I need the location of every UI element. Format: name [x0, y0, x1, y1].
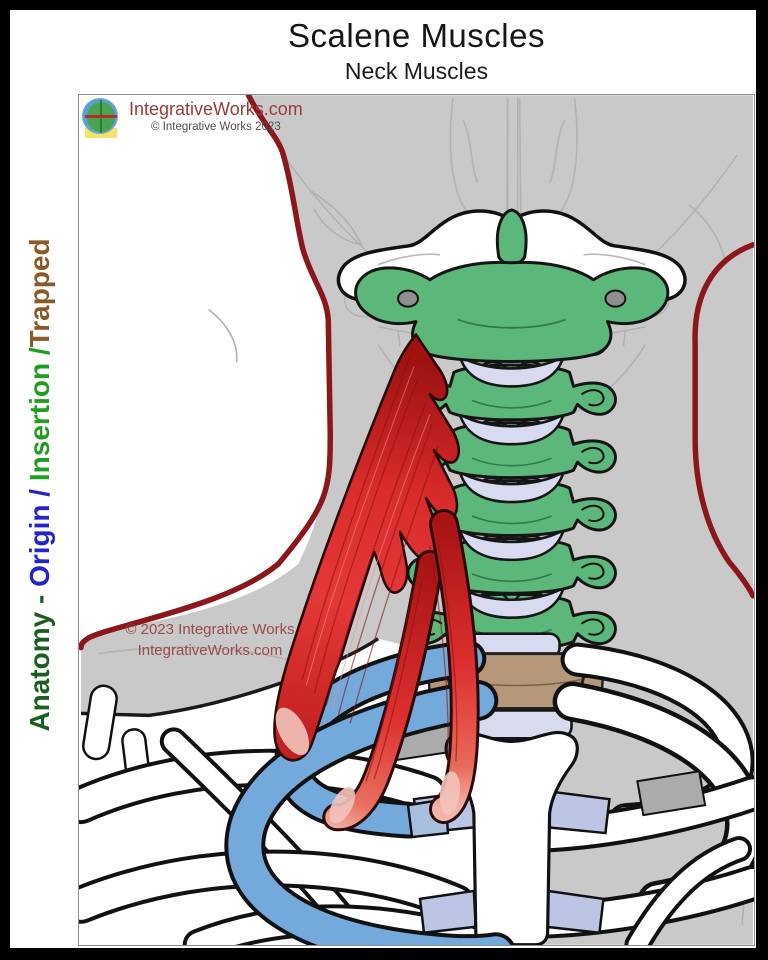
side-label-segment: Insertion: [24, 362, 55, 482]
atlas-c1: [354, 260, 670, 363]
scalene-middle-slip: [325, 552, 441, 829]
tendon-tips: [275, 707, 461, 824]
dens: [495, 208, 528, 266]
watermark-line2: IntegrativeWorks.com: [137, 642, 283, 659]
side-label: Anatomy - Origin / Insertion /Trapped: [18, 175, 62, 795]
brand-copyright-text: © Integrative Works 2023: [151, 121, 281, 133]
anatomy-svg: [79, 95, 754, 945]
side-label-segment: Anatomy -: [24, 586, 55, 732]
side-label-segment: Trapped: [24, 238, 55, 348]
watermark-line1: © 2023 Integrative Works: [125, 621, 295, 638]
scalene-posterior-middle: [273, 333, 461, 762]
side-label-segment: /: [24, 481, 55, 505]
anatomy-illustration: [78, 94, 755, 946]
poster-subtitle: Neck Muscles: [344, 58, 489, 84]
brand-site-text: IntegrativeWorks.com: [129, 99, 303, 119]
integrative-works-globe-logo: [82, 98, 120, 138]
branding: IntegrativeWorks.com © Integrative Works…: [82, 98, 303, 138]
poster-title: Scalene Muscles: [288, 17, 545, 54]
side-label-segment: Origin: [24, 504, 55, 587]
scalene-muscles: [273, 333, 480, 832]
skin-outline: [79, 95, 754, 651]
poster-page: Scalene Muscles Neck Muscles Anatomy - O…: [10, 10, 756, 948]
title-block: Scalene Muscles Neck Muscles: [78, 16, 755, 86]
watermark: © 2023 Integrative Works IntegrativeWork…: [95, 619, 325, 661]
muscle-striations: [301, 356, 458, 782]
side-label-segment: /: [24, 347, 55, 363]
